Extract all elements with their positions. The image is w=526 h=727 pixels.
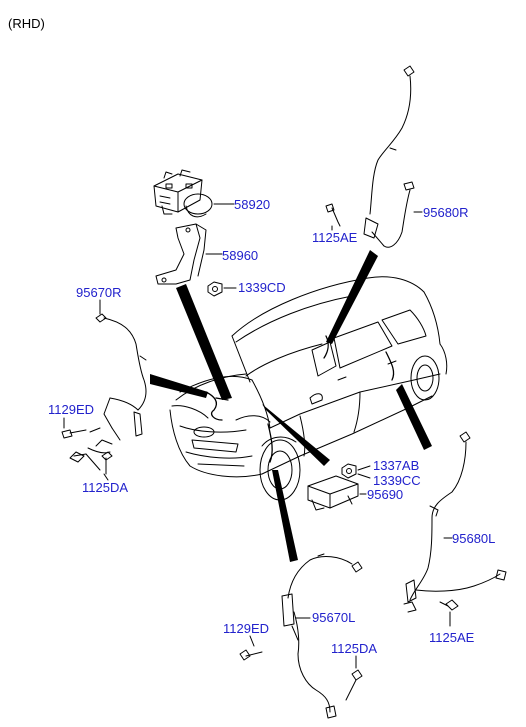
callout-wedges (150, 250, 432, 562)
variant-header: (RHD) (8, 16, 45, 31)
part-label-58920[interactable]: 58920 (234, 197, 271, 212)
front-lh-sensor-harness (281, 553, 363, 719)
part-label-1129ED-front-rh[interactable]: 1129ED (48, 402, 95, 417)
nut-icon (207, 281, 223, 297)
part-label-1125AE-rear-rh[interactable]: 1125AE (312, 230, 358, 245)
part-label-95680L[interactable]: 95680L (452, 531, 496, 546)
front-rh-sensor-harness (87, 313, 147, 454)
part-label-1125DA-front-rh[interactable]: 1125DA (82, 480, 129, 495)
part-label-58960[interactable]: 58960 (222, 248, 259, 263)
bracket-icon (155, 223, 207, 285)
part-label-1339CD[interactable]: 1339CD (238, 280, 286, 295)
nut-icon (341, 463, 357, 479)
part-label-95680R[interactable]: 95680R (423, 205, 469, 220)
part-label-95670L[interactable]: 95670L (312, 610, 356, 625)
hydraulic-unit-icon (153, 169, 213, 218)
bolt-icon (345, 669, 363, 701)
bolt-icon (101, 451, 113, 475)
bolt-icon (439, 599, 459, 611)
part-label-1337AB[interactable]: 1337AB (373, 458, 420, 473)
bolt-icon (61, 429, 87, 439)
bolt-icon (239, 649, 263, 661)
part-label-1129ED-front-lh[interactable]: 1129ED (223, 621, 270, 636)
part-label-1125DA-front-lh[interactable]: 1125DA (331, 641, 378, 656)
part-label-1339CC[interactable]: 1339CC (373, 473, 421, 488)
part-label-95690[interactable]: 95690 (367, 487, 404, 502)
bolt-icon (325, 203, 341, 227)
sensor-module-icon (307, 475, 359, 511)
rear-rh-sensor-harness (363, 65, 415, 248)
rear-lh-sensor-harness (403, 431, 507, 613)
part-label-1125AE-rear-lh[interactable]: 1125AE (429, 630, 475, 645)
part-label-95670R[interactable]: 95670R (76, 285, 122, 300)
